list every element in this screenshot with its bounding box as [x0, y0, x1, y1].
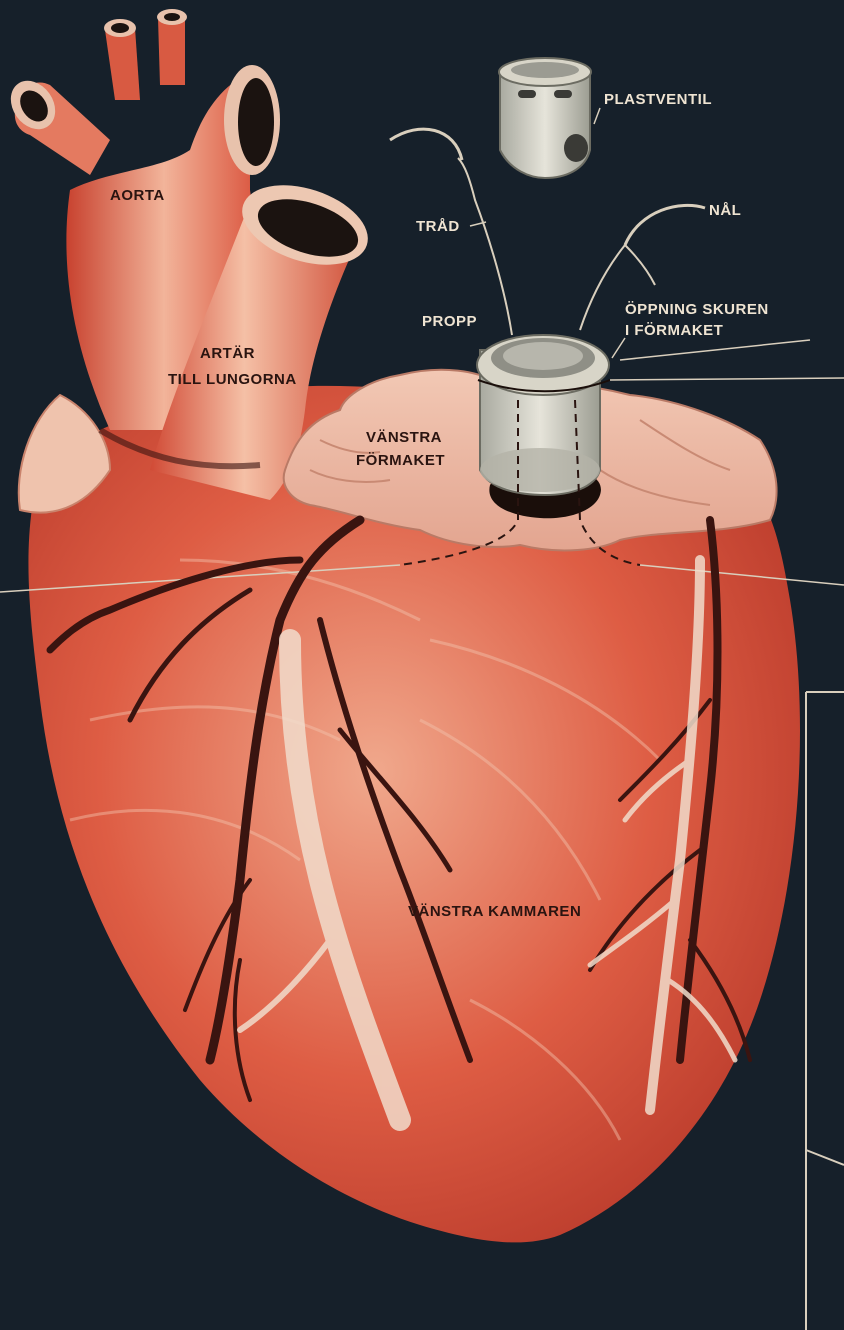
label-trad: TRÅD: [416, 218, 460, 235]
label-artar-line2: TILL LUNGORNA: [168, 371, 297, 388]
label-vanstra-kammaren: VÄNSTRA KAMMAREN: [408, 903, 581, 920]
label-vanstra-formaket-line2: FÖRMAKET: [356, 452, 445, 469]
label-artar-line1: ARTÄR: [200, 345, 255, 362]
label-vanstra-formaket-line1: VÄNSTRA: [366, 429, 442, 446]
label-propp: PROPP: [422, 313, 477, 330]
plastventil: [499, 58, 591, 178]
aorta-branch-top-2: [158, 16, 185, 85]
label-oppning-line2: I FÖRMAKET: [625, 322, 723, 339]
label-oppning-line1: ÖPPNING SKUREN: [625, 301, 769, 318]
label-nal: NÅL: [709, 202, 741, 219]
label-plastventil: PLASTVENTIL: [604, 91, 712, 108]
label-aorta: AORTA: [110, 187, 165, 204]
